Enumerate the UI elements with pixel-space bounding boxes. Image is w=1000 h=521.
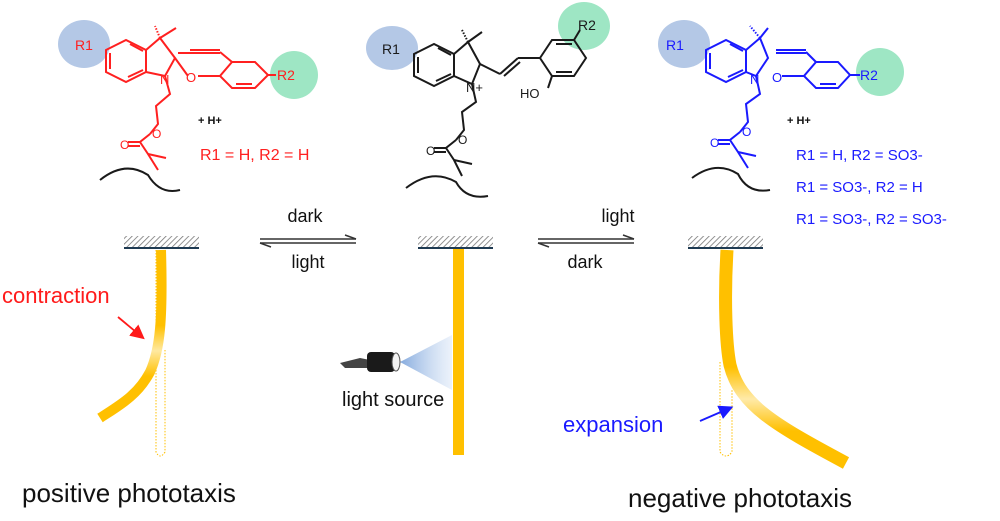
ester-oxygen-label: O (458, 133, 467, 147)
flashlight-icon (340, 352, 401, 372)
r1-label: R1 (75, 37, 93, 53)
oxygen-label: O (186, 70, 196, 85)
contraction-label: contraction (2, 283, 110, 308)
straight-strip (453, 249, 464, 455)
carbonyl-oxygen-label: O (120, 138, 129, 152)
r1-highlight (366, 26, 418, 70)
strip-left-positive: contraction (2, 249, 167, 457)
polymer-backbone (405, 175, 489, 198)
equilibrium-arrow-left: dark light (259, 206, 357, 272)
nitrogen-label: N (160, 72, 169, 87)
r2-label: R2 (578, 17, 596, 33)
left-molecule: R1 R2 N O O O + H+ R1 = H, R2 = H (58, 20, 318, 192)
right-molecule-bonds (705, 25, 860, 169)
middle-molecule-bonds (413, 29, 588, 177)
mount-right (688, 236, 763, 249)
r2-highlight (856, 48, 904, 96)
light-beam (400, 335, 452, 390)
carbonyl-oxygen-label: O (710, 136, 719, 150)
strip-right-negative: expansion (563, 249, 850, 469)
nitrogen-label: N (750, 72, 759, 87)
r2-highlight (558, 2, 610, 50)
light-source-label: light source (342, 389, 444, 411)
proton-label: + H+ (787, 115, 811, 127)
r2-label: R2 (860, 67, 878, 83)
mount-left (124, 236, 199, 249)
original-strip-outline (155, 250, 166, 457)
substituents-line-1: R1 = H, R2 = SO3- (796, 147, 923, 164)
polymer-backbone (99, 167, 181, 192)
equilibrium-bottom-label: light (291, 252, 324, 272)
r1-label: R1 (382, 41, 400, 57)
carbonyl-oxygen-label: O (426, 144, 435, 158)
middle-molecule: R1 R2 N+ HO O O (366, 2, 610, 198)
equilibrium-bottom-label: dark (567, 252, 603, 272)
equilibrium-top-label: dark (287, 206, 323, 226)
expansion-label: expansion (563, 412, 663, 437)
r1-label: R1 (666, 37, 684, 53)
hydroxyl-label: HO (520, 86, 540, 101)
r2-highlight (270, 51, 318, 99)
polymer-backbone (691, 167, 771, 192)
substituents-line-3: R1 = SO3-, R2 = SO3- (796, 211, 947, 228)
caption-negative-phototaxis: negative phototaxis (628, 483, 852, 513)
oxygen-label: O (772, 70, 782, 85)
caption-positive-phototaxis: positive phototaxis (22, 478, 236, 508)
proton-label: + H+ (198, 115, 222, 127)
ester-oxygen-label: O (152, 127, 161, 141)
right-molecule: R1 R2 N O O O + H+ R1 = H, R2 = SO3- R1 … (658, 20, 947, 228)
original-strip-outline (719, 362, 733, 457)
equilibrium-arrow-right: light dark (537, 206, 635, 272)
bent-strip (97, 249, 167, 423)
r2-label: R2 (277, 67, 295, 83)
substituents-line-2: R1 = SO3-, R2 = H (796, 179, 923, 196)
expansion-arrow (699, 405, 734, 422)
contraction-arrow (117, 316, 145, 340)
r1-highlight (58, 20, 110, 68)
r1-highlight (658, 20, 710, 68)
nitrogen-cation-label: N+ (466, 80, 483, 95)
substituents-label: R1 = H, R2 = H (200, 147, 309, 164)
ester-oxygen-label: O (742, 125, 751, 139)
equilibrium-top-label: light (601, 206, 634, 226)
mount-middle (418, 236, 493, 249)
left-molecule-bonds (105, 25, 276, 171)
bent-strip (719, 249, 850, 469)
strip-middle: light source (340, 249, 464, 455)
